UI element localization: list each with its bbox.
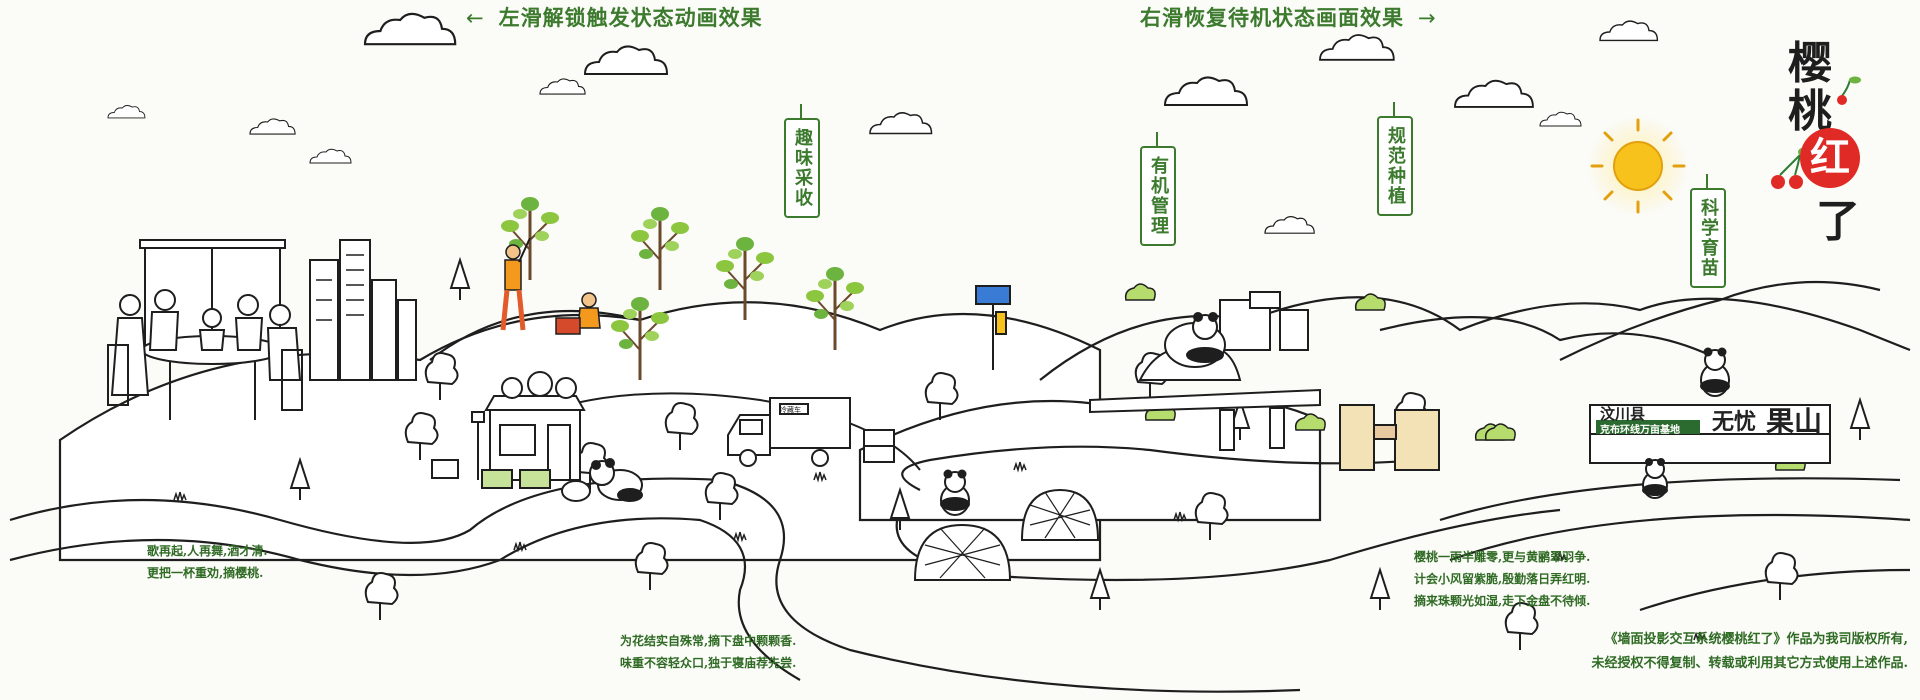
swipe-left-label: 左滑解锁触发状态动画效果 [498,5,763,30]
copyright-notice: 《墙面投影交互系统樱桃红了》作品为我司版权所有, 未经授权不得复制、转载或利用其… [1591,628,1908,676]
sign-brand-2: 果山 [1766,405,1823,438]
family-house [107,239,303,420]
solar-panel [975,285,1011,370]
sign-base: 克布环线万亩基地 [1600,425,1680,436]
title-char-3: 红 [1800,128,1860,188]
poem-2-line-2: 味重不容轻众口,独于寝庙荐先尝. [620,656,797,670]
tag-standard-planting: 规范种植 [1377,102,1413,216]
left-arrow-icon: ← [466,6,485,30]
poem-3-line-3: 摘来珠颗光如湿,走下金盘不待倾. [1414,594,1591,608]
copyright-line-2: 未经授权不得复制、转载或利用其它方式使用上述作品. [1591,656,1908,671]
swipe-left-hint: ← 左滑解锁触发状态动画效果 [452,2,763,32]
poem-3-line-1: 樱桃一雨半雕零,更与黄鹂翠羽争. [1414,550,1591,564]
title-char-2: 桃 [1788,86,1832,137]
greenhouse-domes [913,488,1100,581]
sun-icon [1588,116,1688,216]
clouds [107,12,1659,234]
tag-scientific-seedling: 科学育苗 [1690,174,1726,288]
svg-text:冷藏车: 冷藏车 [780,405,801,414]
poem-1-line-1: 歌再起,人再舞,酒才清. [147,544,268,558]
poem-3: 樱桃一雨半雕零,更与黄鹂翠羽争. 计会小风留紫脆,殷勤落日弄红明. 摘来珠颗光如… [1414,546,1590,612]
poem-3-line-2: 计会小风留紫脆,殷勤落日弄红明. [1414,572,1591,586]
city-buildings [309,239,417,381]
sign-brand-1: 无忧 [1712,410,1757,435]
town-gate [1339,404,1440,471]
right-arrow-icon: → [1418,6,1437,30]
copyright-line-1: 《墙面投影交互系统樱桃红了》作品为我司版权所有, [1604,632,1908,647]
sign-county: 汶川县 [1600,405,1646,423]
swipe-right-hint: 右滑恢复待机状态画面效果 → [1140,2,1451,32]
poem-2: 为花结实自殊常,摘下盘中颗颗香. 味重不容轻众口,独于寝庙荐先尝. [620,630,796,674]
title-char-4: 了 [1816,196,1860,247]
delivery-truck [727,397,851,467]
poem-1: 歌再起,人再舞,酒才清. 更把一杯重劝,摘樱桃. [147,540,268,584]
fruit-shop [481,371,586,489]
pandas [561,312,1730,516]
poem-2-line-1: 为花结实自殊常,摘下盘中颗颗香. [620,634,797,648]
title-char-1: 樱 [1788,38,1832,89]
cherry-icon [1771,147,1814,189]
tag-fun-harvest: 趣味采收 [784,104,820,218]
pickers [500,237,601,335]
swipe-right-label: 右滑恢复待机状态画面效果 [1140,5,1404,30]
welcome-sign [1589,404,1831,464]
tag-organic-management: 有机管理 [1140,132,1176,246]
poem-1-line-2: 更把一杯重劝,摘樱桃. [147,566,264,580]
